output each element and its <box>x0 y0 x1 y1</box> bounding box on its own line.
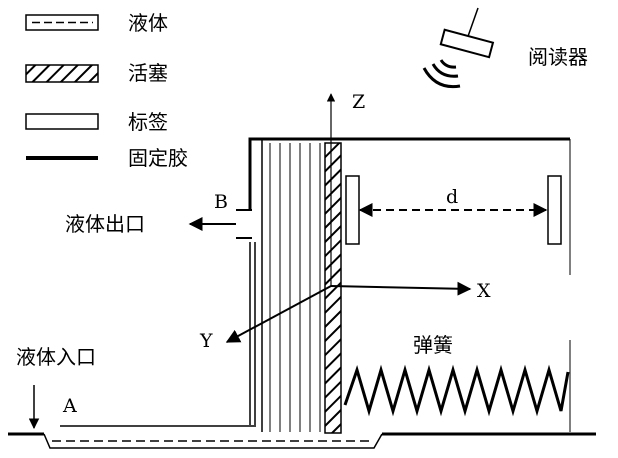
legend-label-liquid: 液体 <box>128 11 168 35</box>
legend-item-liquid: 液体 <box>26 11 168 35</box>
reader-signal-waves-icon <box>424 60 460 87</box>
legend-label-piston: 活塞 <box>128 61 168 85</box>
tag-right <box>548 176 561 244</box>
piston-legend-swatch <box>26 65 98 82</box>
liquid-outlet-label: 液体出口 <box>65 212 145 236</box>
liquid-inlet-label: 液体入口 <box>16 345 96 369</box>
y-axis-label: Y <box>199 330 213 352</box>
spring <box>345 370 568 411</box>
legend-item-glue: 固定胶 <box>26 146 188 170</box>
legend-item-tag: 标签 <box>26 110 168 134</box>
spring-label: 弹簧 <box>413 333 453 357</box>
reader-body <box>441 30 493 57</box>
z-axis-label: Z <box>352 91 365 113</box>
top-wall <box>250 139 570 210</box>
tag-legend-swatch <box>26 114 98 129</box>
distance-label: d <box>446 186 458 208</box>
reader-label: 阅读器 <box>528 45 588 69</box>
liquid-column <box>270 143 320 432</box>
reader-device: 阅读器 <box>424 8 588 87</box>
legend-item-piston: 活塞 <box>26 61 168 85</box>
legend-label-tag: 标签 <box>128 110 168 134</box>
legend-label-glue: 固定胶 <box>128 146 188 170</box>
x-axis <box>331 286 470 289</box>
tag-left <box>346 176 359 244</box>
legend: 液体 活塞 标签 固定胶 <box>26 11 188 170</box>
y-axis <box>227 286 331 342</box>
x-axis-label: X <box>477 280 491 302</box>
cylinder-structure <box>8 139 596 448</box>
point-b-label: B <box>214 191 228 213</box>
axes: Z X Y <box>199 91 491 352</box>
point-a-label: A <box>62 395 77 417</box>
